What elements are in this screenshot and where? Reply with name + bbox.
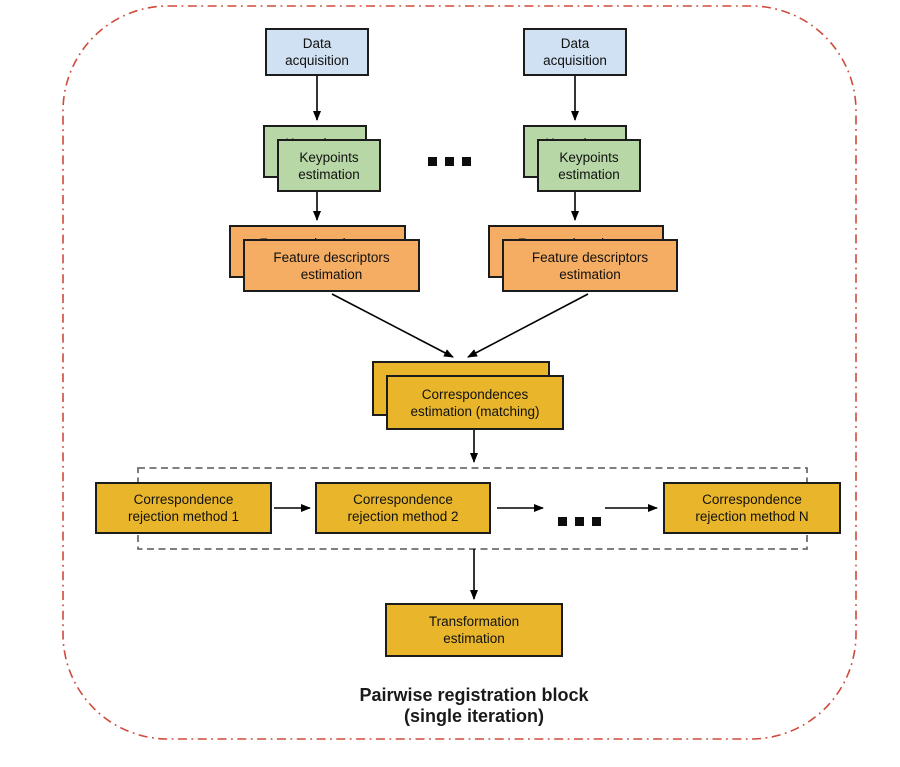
box-label: Feature descriptors	[273, 249, 390, 265]
keypoints-box-right: Keypoints estimation	[537, 139, 641, 192]
box-label: Correspondence	[133, 492, 234, 507]
box-label: Correspondences	[421, 386, 529, 402]
box-label: estimation	[559, 266, 621, 282]
data-acquisition-box-left: Data acquisition	[265, 28, 369, 76]
box-label: estimation	[298, 166, 360, 182]
data-acquisition-box-right: Data acquisition	[523, 28, 627, 76]
box-label: acquisition	[285, 53, 349, 68]
correspondences-box: Correspondences estimation (matching)	[386, 375, 564, 430]
box-label: estimation	[558, 166, 620, 182]
caption-line2: (single iteration)	[403, 706, 544, 726]
box-label: estimation (matching)	[410, 403, 540, 419]
box-label: estimation	[443, 631, 505, 646]
ellipsis-dot	[428, 157, 437, 166]
ellipsis-dot	[558, 517, 567, 526]
keypoints-box-left: Keypoints estimation	[277, 139, 381, 192]
correspondence-rejection-1-box: Correspondence rejection method 1	[95, 482, 272, 534]
box-label: rejection method N	[695, 509, 809, 524]
box-label: Correspondence	[353, 492, 453, 507]
correspondence-rejection-n-box: Correspondence rejection method N	[663, 482, 841, 534]
ellipsis-dot	[445, 157, 454, 166]
box-label: Feature descriptors	[531, 249, 649, 265]
feature-descriptors-box-right: Feature descriptors estimation	[502, 239, 678, 292]
ellipsis-icon	[558, 517, 601, 526]
arrow-features-right-to-correspondences	[467, 293, 589, 358]
arrow-features-left-to-correspondences	[331, 293, 454, 358]
box-label: Data	[560, 36, 590, 51]
box-label: Transformation	[428, 614, 520, 629]
diagram-caption: Pairwise registration block (single iter…	[274, 685, 674, 727]
ellipsis-dot	[575, 517, 584, 526]
ellipsis-dot	[462, 157, 471, 166]
transformation-estimation-box: Transformation estimation	[385, 603, 563, 657]
box-label: Keypoints	[299, 149, 359, 165]
box-label: Correspondence	[702, 492, 802, 507]
box-label: acquisition	[543, 53, 607, 68]
box-label: rejection method 2	[347, 509, 459, 524]
box-label: estimation	[300, 266, 363, 282]
ellipsis-icon	[428, 157, 471, 166]
box-label: Data	[302, 36, 332, 51]
box-label: rejection method 1	[127, 509, 240, 524]
feature-descriptors-box-left: Feature descriptors estimation	[243, 239, 420, 292]
correspondence-rejection-2-box: Correspondence rejection method 2	[315, 482, 491, 534]
ellipsis-dot	[592, 517, 601, 526]
caption-line1: Pairwise registration block	[359, 685, 589, 705]
box-label: Keypoints	[559, 149, 619, 165]
